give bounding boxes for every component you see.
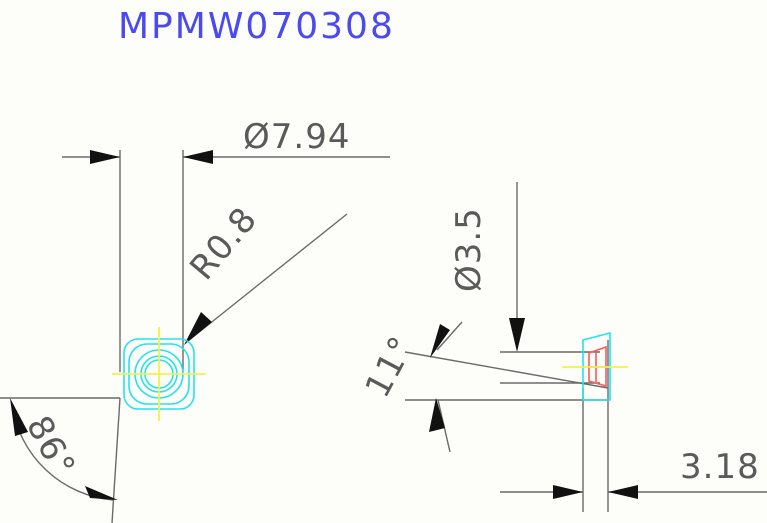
thickness-arrow-right: [608, 485, 638, 499]
leader-line-radius: [187, 213, 348, 342]
side-bore-profile-outer: [588, 345, 607, 388]
angle-arrow-upper: [10, 398, 28, 436]
leader-line-clearance-upper: [436, 321, 463, 351]
side-clearance-slope-line: [404, 351, 609, 389]
leader-arrow-hole-diameter: [509, 318, 525, 352]
dimension-included-angle: 86°: [0, 397, 121, 523]
dim-label-hole-diameter: Ø3.5: [449, 207, 489, 292]
leader-arrow-radius: [184, 312, 212, 345]
dimension-diameter-major: Ø7.94: [62, 117, 390, 372]
leader-arrow-clearance-upper: [430, 324, 450, 358]
thickness-arrow-left: [553, 485, 583, 499]
dim-arrow-left: [90, 150, 120, 164]
angle-arrow-lower: [85, 486, 118, 500]
dim-label-corner-radius: R0.8: [182, 199, 265, 287]
dim-label-clearance-angle: 11°: [358, 330, 423, 405]
drawing-title: MPMW070308: [118, 6, 395, 47]
top-view-insert: [112, 327, 206, 421]
angle-leg-slanted: [111, 397, 121, 523]
dimension-hole-diameter: Ø3.5: [449, 182, 525, 352]
leader-arrow-clearance-lower: [429, 398, 445, 432]
dim-label-thickness: 3.18: [680, 447, 760, 487]
dimension-corner-radius: R0.8: [182, 199, 348, 345]
dimension-thickness: 3.18: [500, 447, 767, 499]
dimension-clearance-angle: 11°: [358, 321, 463, 453]
side-outer-profile: [582, 331, 611, 401]
dim-label-diameter-major: Ø7.94: [243, 117, 350, 157]
side-view-insert: [404, 331, 628, 512]
dim-arrow-right: [183, 150, 213, 164]
dim-label-included-angle: 86°: [18, 409, 83, 484]
